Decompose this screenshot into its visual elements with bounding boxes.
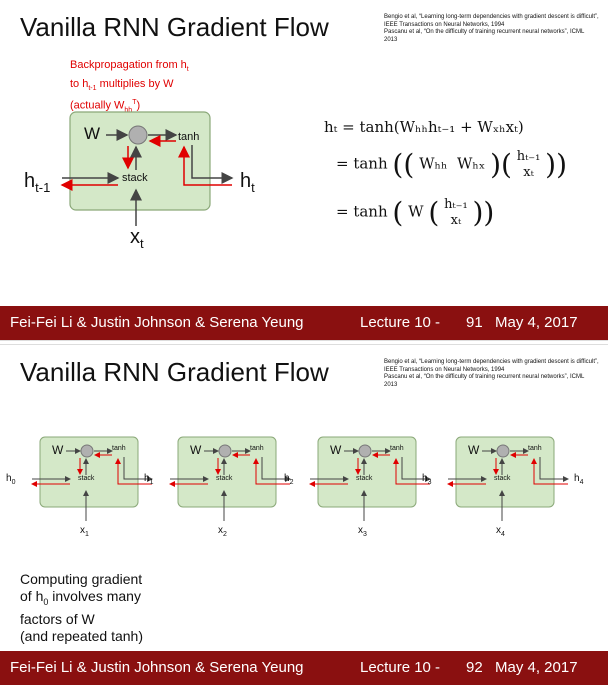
slide-footer: Fei-Fei Li & Justin Johnson & Serena Yeu… xyxy=(0,306,608,340)
reference-bengio: Bengio et al, “Learning long-term depend… xyxy=(384,14,599,28)
slide-footer: Fei-Fei Li & Justin Johnson & Serena Yeu… xyxy=(0,651,608,685)
cell-4-tanh-label: tanh xyxy=(528,445,542,452)
cell-2-w-label: W xyxy=(190,443,202,457)
rnn-cell-1 xyxy=(31,436,153,521)
rnn-cell-3 xyxy=(309,436,431,521)
h-label-2: h2 xyxy=(284,473,294,486)
tanh-label: tanh xyxy=(178,131,200,143)
h-label-0: h0 xyxy=(6,473,16,486)
slide-92: Vanilla RNN Gradient Flow Bengio et al, … xyxy=(0,345,608,685)
slide-title: Vanilla RNN Gradient Flow xyxy=(20,12,329,42)
cell-4-w-label: W xyxy=(468,443,480,457)
x-label: xt xyxy=(130,226,144,251)
stack-label: stack xyxy=(122,172,148,184)
gradient-caption: Computing gradient of h0 involves many f… xyxy=(20,571,143,644)
cell-2-stack-label: stack xyxy=(216,475,233,482)
slide-91: Vanilla RNN Gradient Flow Bengio et al, … xyxy=(0,0,608,340)
equations: hₜ = tanh(Wₕₕhₜ₋₁ + Wₓₕxₜ) = tanh (( Wₕₕ… xyxy=(318,118,588,248)
cell-1-w-label: W xyxy=(52,443,64,457)
tanh-to-hnext xyxy=(191,145,234,184)
h-label-4: h4 xyxy=(574,473,584,486)
reference-bengio: Bengio et al, “Learning long-term depend… xyxy=(384,359,599,373)
references: Bengio et al, “Learning long-term depend… xyxy=(384,359,599,389)
cell-3-w-label: W xyxy=(330,443,342,457)
footer-lecture: Lecture 10 - xyxy=(360,314,441,331)
rnn-cell-diagram xyxy=(60,111,234,226)
footer-lecture: Lecture 10 - xyxy=(360,659,441,676)
cell-3-tanh-label: tanh xyxy=(390,445,404,452)
rnn-cell-4 xyxy=(447,436,569,521)
h-next-label: ht xyxy=(240,170,255,195)
h-label-1: h1 xyxy=(144,473,154,486)
x-label-1: x1 xyxy=(80,525,89,538)
h-label-3: h3 xyxy=(422,473,432,486)
cell-1-tanh-label: tanh xyxy=(112,445,126,452)
footer-page-number: 91 xyxy=(466,314,483,331)
cell-2-tanh-label: tanh xyxy=(250,445,264,452)
references: Bengio et al, “Learning long-term depend… xyxy=(384,14,599,44)
x-label-2: x2 xyxy=(218,525,227,538)
multiply-node xyxy=(128,125,148,145)
equation-line-1: hₜ = tanh(Wₕₕhₜ₋₁ + Wₓₕxₜ) xyxy=(324,118,524,136)
footer-authors: Fei-Fei Li & Justin Johnson & Serena Yeu… xyxy=(10,659,304,676)
unrolled-diagram xyxy=(31,436,569,521)
footer-date: May 4, 2017 xyxy=(495,314,578,331)
reference-pascanu: Pascanu et al, “On the difficulty of tra… xyxy=(384,29,585,43)
cell-1-stack-label: stack xyxy=(78,475,95,482)
reference-pascanu: Pascanu et al, “On the difficulty of tra… xyxy=(384,374,585,388)
slide-separator xyxy=(0,340,608,345)
x-label-4: x4 xyxy=(496,525,505,538)
hnext-red-back xyxy=(178,145,232,186)
x-label-3: x3 xyxy=(358,525,367,538)
footer-authors: Fei-Fei Li & Justin Johnson & Serena Yeu… xyxy=(10,314,304,331)
footer-page-number: 92 xyxy=(466,659,483,676)
w-label: W xyxy=(84,124,101,143)
footer-date: May 4, 2017 xyxy=(495,659,578,676)
h-prev-label: ht-1 xyxy=(24,170,51,195)
slide-title: Vanilla RNN Gradient Flow xyxy=(20,357,329,387)
cell-3-stack-label: stack xyxy=(356,475,373,482)
backprop-note: Backpropagation from ht to ht-1 multipli… xyxy=(70,59,189,115)
cell-4-stack-label: stack xyxy=(494,475,511,482)
rnn-cell-2 xyxy=(169,436,291,521)
